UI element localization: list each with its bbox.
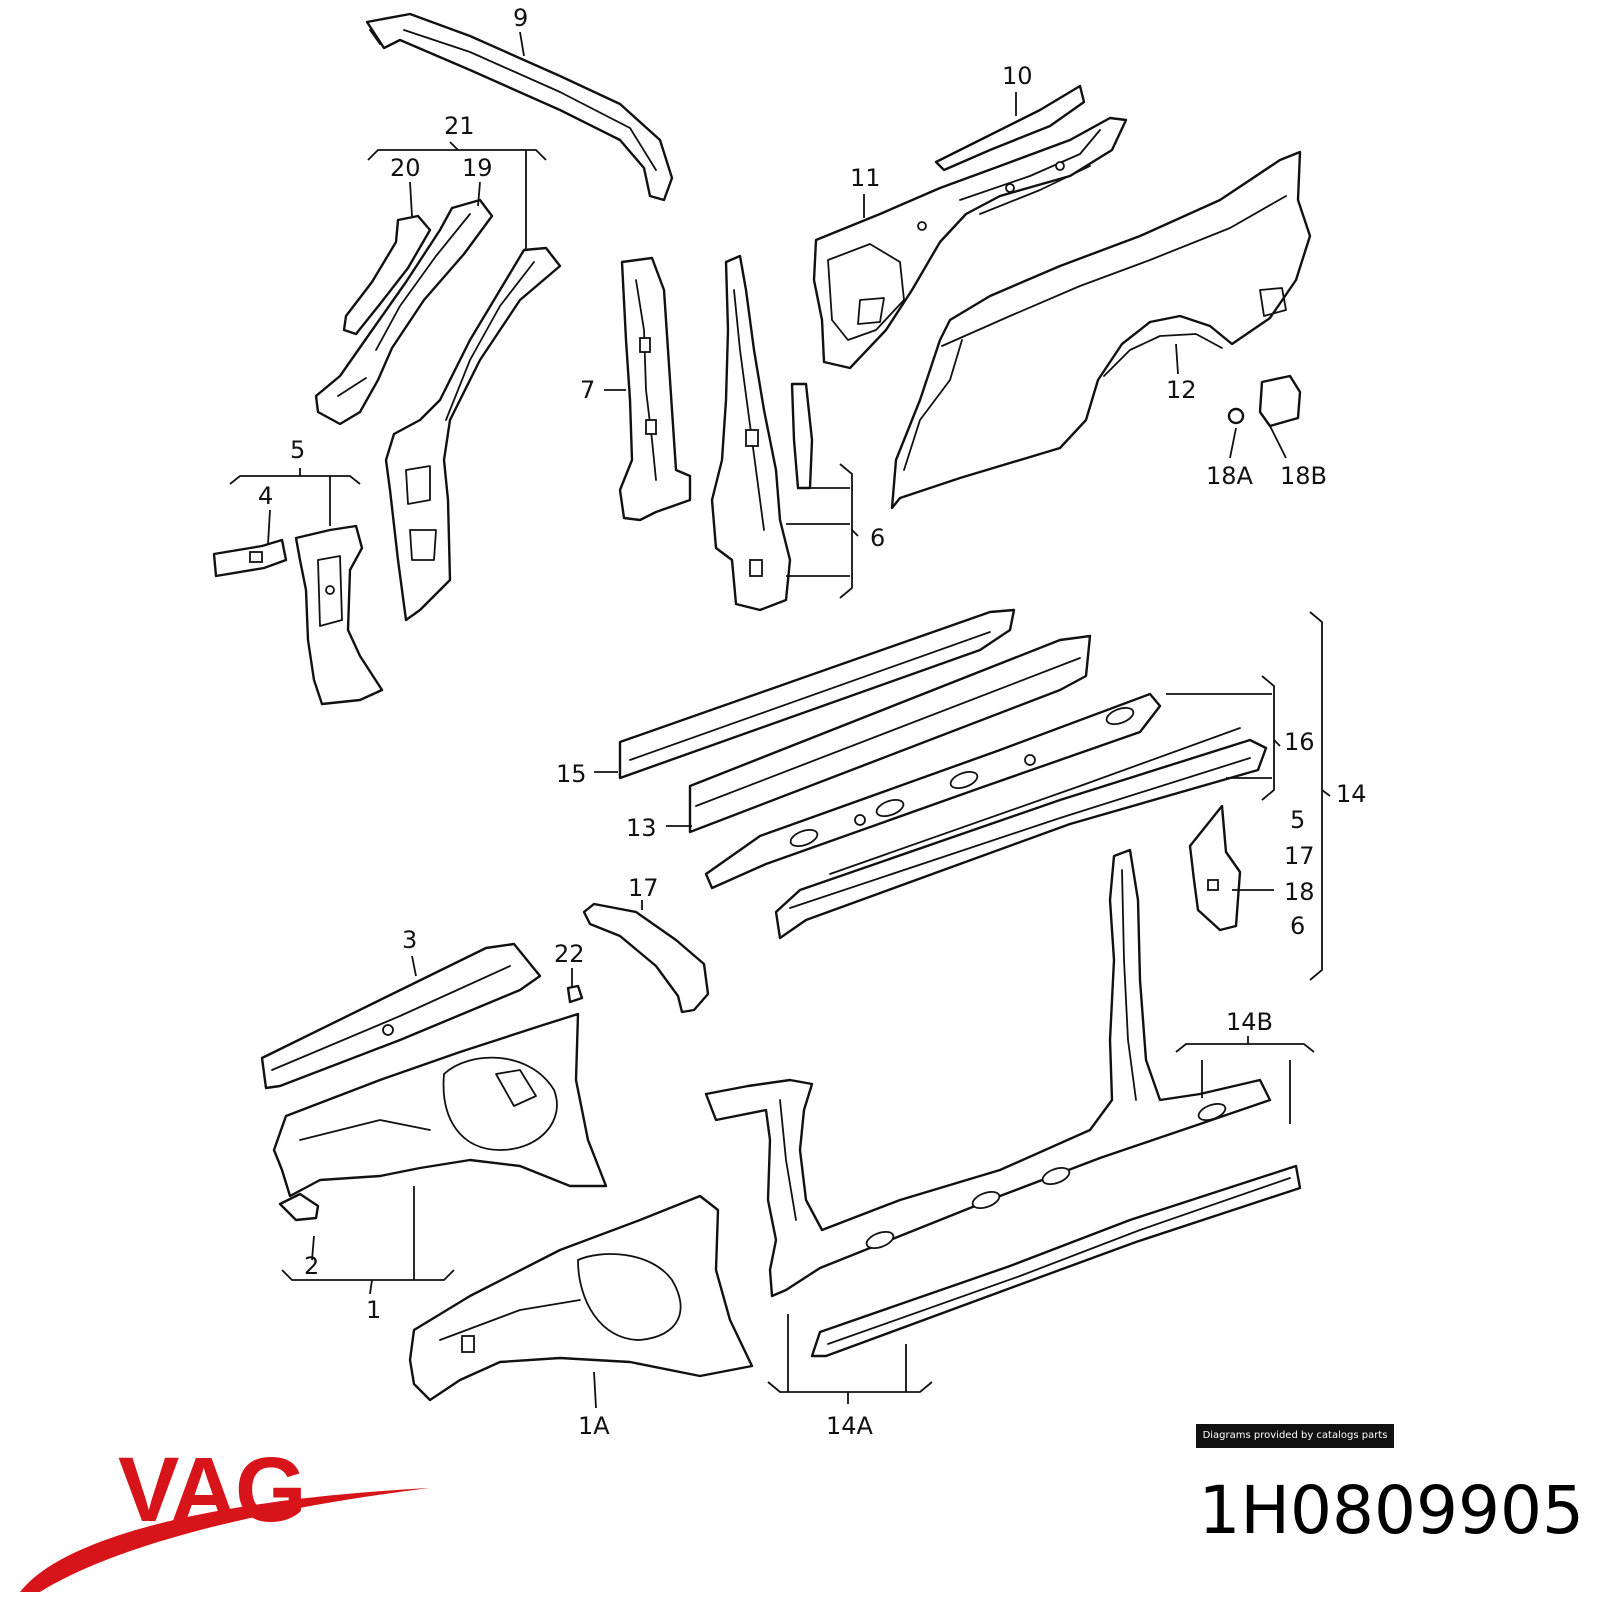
callout-15: 15 [556, 760, 587, 788]
part-corner-bracket [1188, 804, 1242, 932]
part-a-pillar-inner [384, 246, 562, 622]
callout-9: 9 [513, 4, 528, 32]
callout-10: 10 [1002, 62, 1033, 90]
part-wheelhouse-assembly [272, 1012, 608, 1222]
part-a-pillar-reinforcement [314, 198, 494, 426]
part-side-frame-lower [704, 848, 1272, 1298]
part-wheel-arch-piece [582, 902, 710, 1014]
part-small-insert [566, 984, 584, 1004]
callout-22: 22 [554, 940, 585, 968]
callout-1a: 1A [578, 1412, 610, 1440]
callout-labels: 9 10 11 21 20 19 7 12 18A 18B 5 4 6 15 1… [258, 4, 1367, 1440]
callout-20: 20 [390, 154, 421, 182]
part-b-pillar-reinforcement [618, 256, 692, 522]
vag-logo-text: VAG [118, 1439, 307, 1541]
callout-7: 7 [580, 376, 595, 404]
part-upper-rail [260, 942, 542, 1090]
callout-21: 21 [444, 112, 475, 140]
part-upper-rear-panel [934, 84, 1086, 172]
part-inner-quarter-panel [812, 116, 1128, 370]
part-sill-panel [688, 634, 1092, 834]
callout-18b: 18B [1280, 462, 1327, 490]
part-number: 1H0809905 [1198, 1472, 1584, 1549]
callout-3: 3 [402, 926, 417, 954]
part-small-bracket [212, 538, 288, 578]
part-sill-cover [618, 608, 1016, 780]
callout-16: 16 [1284, 728, 1315, 756]
part-roof-rail [365, 12, 674, 202]
part-b-pillar-assembly [710, 254, 814, 612]
part-front-pillar-section [294, 524, 384, 706]
part-outer-quarter-panel [890, 150, 1312, 510]
callout-17: 17 [628, 874, 659, 902]
part-inner-wheelhouse [408, 1194, 754, 1402]
callout-18a: 18A [1206, 462, 1254, 490]
callout-18: 18 [1284, 878, 1315, 906]
callout-5-list: 5 [1290, 806, 1305, 834]
part-rocker-reinforcement [704, 692, 1162, 890]
callout-5: 5 [290, 436, 305, 464]
callout-17-list: 17 [1284, 842, 1315, 870]
callout-1: 1 [366, 1296, 381, 1324]
callout-14: 14 [1336, 780, 1367, 808]
callout-4: 4 [258, 482, 273, 510]
callout-14a: 14A [826, 1412, 874, 1440]
part-sill-lower [774, 727, 1268, 940]
part-fuel-flap [1258, 374, 1302, 428]
callout-12: 12 [1166, 376, 1197, 404]
callout-14b: 14B [1226, 1008, 1273, 1036]
part-a-pillar-bracket [342, 214, 432, 336]
diagram-credit-badge: Diagrams provided by catalogs parts [1196, 1424, 1394, 1448]
part-clip [1227, 407, 1245, 425]
part-sill-extension [810, 1164, 1302, 1358]
callout-19: 19 [462, 154, 493, 182]
callout-2: 2 [304, 1252, 319, 1280]
callout-13: 13 [626, 814, 657, 842]
leader-lines [229, 31, 1331, 1409]
callout-11: 11 [850, 164, 881, 192]
callout-6-list: 6 [1290, 912, 1305, 940]
callout-6: 6 [870, 524, 885, 552]
